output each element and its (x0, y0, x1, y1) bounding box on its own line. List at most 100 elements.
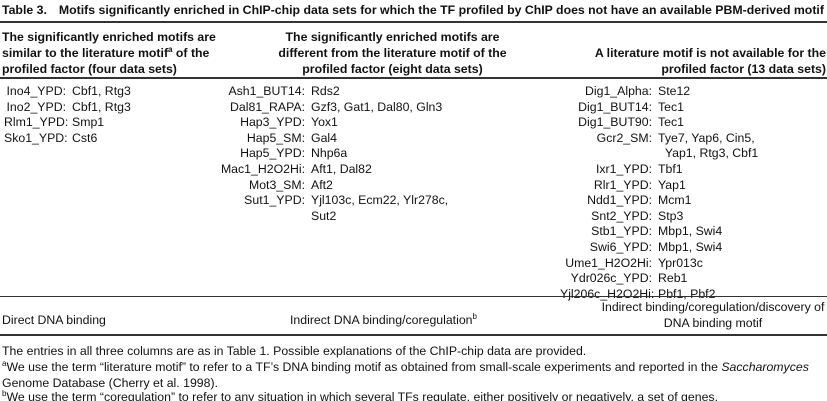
column-2-footer: Indirect DNA binding/coregulationb (290, 311, 477, 327)
top-rule (0, 21, 827, 23)
table-row: Hap3_YPD: Yox1 (210, 115, 448, 131)
dataset-name: Swi6_YPD: (589, 239, 652, 254)
table-row: Stb1_YPD: Mbp1, Swi4 (560, 224, 758, 240)
dataset-name: Gcr2_SM: (596, 130, 652, 145)
table-caption: Table 3. Motifs significantly enriched in… (2, 3, 824, 17)
dataset-name (210, 209, 305, 225)
table-row: Dig1_BUT90: Tec1 (560, 115, 758, 131)
dataset-name: Dal81_RAPA: (230, 99, 305, 114)
table-row: Sko1_YPD: Cst6 (4, 131, 131, 147)
table-row: Dig1_BUT14: Tec1 (560, 100, 758, 116)
body-rule (0, 296, 827, 297)
table-row: Ndd1_YPD: Mcm1 (560, 193, 758, 209)
motif-list: Aft1, Dal82 (311, 161, 372, 176)
table-row: Rlr1_YPD:Yap1 (560, 178, 758, 194)
motif-list: Cbf1, Rtg3 (72, 99, 131, 114)
dataset-name: Ixr1_YPD: (595, 161, 652, 176)
column-1-footer: Direct DNA binding (2, 313, 106, 327)
motif-list: Yap1, Rtg3, Cbf1 (658, 146, 759, 161)
motif-list: Mbp1, Swi4 (658, 239, 723, 254)
table-row: Ydr026c_YPD: Reb1 (560, 271, 758, 287)
column-header-3: A literature motif is not available for … (594, 46, 826, 76)
motif-list: Yap1 (658, 177, 686, 192)
dataset-name: Mot3_SM: (248, 177, 305, 192)
motif-list: Cst6 (72, 130, 98, 145)
table-row: Ume1_H2O2Hi: Ypr013c (560, 256, 758, 272)
footnote-a-cont: Genome Database (Cherry et al. 1998). (2, 376, 218, 390)
motif-list: Tye7, Yap6, Cin5, (658, 130, 755, 145)
dataset-name: Hap5_YPD: (240, 146, 305, 161)
table-label: Table 3. (2, 3, 47, 17)
table-row: Ino2_YPD: Cbf1, Rtg3 (4, 100, 131, 116)
motif-list: Reb1 (658, 271, 688, 286)
dataset-name: Sko1_YPD: (4, 130, 68, 145)
table-row: Yap1, Rtg3, Cbf1 (560, 146, 758, 162)
column-3-footer: Indirect binding/coregulation/discovery … (601, 300, 825, 330)
table-row: Ixr1_YPD: Tbf1 (560, 162, 758, 178)
motif-list: Gal4 (311, 130, 337, 145)
table-row: Dig1_Alpha: Ste12 (560, 84, 758, 100)
dataset-name: Stb1_YPD: (591, 224, 652, 239)
dataset-name: Ino2_YPD: (6, 99, 66, 114)
footnote-b: bWe use the term “coregulation” to refer… (2, 388, 718, 401)
dataset-name: Dig1_Alpha: (585, 84, 652, 98)
motif-list: Aft2 (311, 177, 333, 192)
table-row: Mot3_SM: Aft2 (210, 178, 448, 194)
dataset-name: Hap5_SM: (246, 130, 305, 145)
dataset-name: Rlm1_YPD: (4, 115, 69, 130)
table-row: Dal81_RAPA: Gzf3, Gat1, Dal80, Gln3 (210, 100, 448, 116)
motif-list: Rds2 (311, 84, 340, 98)
column-header-2: The significantly enriched motifs are di… (278, 30, 507, 76)
dataset-name: Mac1_H2O2Hi: (220, 161, 305, 176)
motif-list: Ypr013c (658, 255, 703, 270)
footnote-a: aWe use the term “literature motif” to r… (2, 358, 809, 374)
table-row: Snt2_YPD: Stp3 (560, 209, 758, 225)
motif-list: Tbf1 (658, 161, 683, 176)
footnote-main: The entries in all three columns are as … (2, 344, 587, 358)
motif-list: Smp1 (72, 115, 105, 130)
table-row: Swi6_YPD: Mbp1, Swi4 (560, 240, 758, 256)
dataset-name: Ume1_H2O2Hi: (565, 255, 652, 270)
table-row: Ino4_YPD: Cbf1, Rtg3 (4, 84, 131, 100)
dataset-name (560, 146, 652, 162)
table-title: Motifs significantly enriched in ChIP-ch… (58, 3, 824, 17)
motif-list: Sut2 (311, 208, 337, 223)
dataset-name: Dig1_BUT14: (578, 99, 652, 114)
table-row: Yjl206c_H2O2Hi:Pbf1, Pbf2 (560, 287, 758, 303)
table-row: Rlm1_YPD:Smp1 (4, 115, 131, 131)
dataset-name: Ino4_YPD: (6, 84, 66, 98)
table-row: Sut2 (210, 209, 448, 225)
column-header-1: The significantly enriched motifs are si… (2, 30, 216, 76)
table-row: Gcr2_SM: Tye7, Yap6, Cin5, (560, 131, 758, 147)
table-row: Sut1_YPD: Yjl103c, Ecm22, Ylr278c, (210, 193, 448, 209)
motif-list: Mbp1, Swi4 (658, 224, 723, 239)
table-row: Mac1_H2O2Hi: Aft1, Dal82 (210, 162, 448, 178)
motif-list: Ste12 (658, 84, 691, 98)
dataset-name: Hap3_YPD: (240, 115, 305, 130)
bottom-rule (0, 334, 827, 336)
motif-list: Gzf3, Gat1, Dal80, Gln3 (311, 99, 443, 114)
motif-list: Yox1 (311, 115, 338, 130)
motif-list: Nhp6a (311, 146, 348, 161)
dataset-name: Ash1_BUT14: (228, 84, 305, 98)
table-row: Hap5_YPD: Nhp6a (210, 146, 448, 162)
dataset-name: Ydr026c_YPD: (570, 271, 652, 286)
dataset-name: Yjl206c_H2O2Hi: (560, 286, 655, 301)
motif-list: Mcm1 (658, 193, 692, 208)
motif-list: Pbf1, Pbf2 (658, 286, 716, 301)
dataset-name: Ndd1_YPD: (587, 193, 652, 208)
motif-list: Tec1 (658, 115, 684, 130)
dataset-name: Dig1_BUT90: (578, 115, 652, 130)
dataset-name: Sut1_YPD: (244, 193, 305, 208)
motif-list: Cbf1, Rtg3 (72, 84, 131, 98)
table-row: Ash1_BUT14: Rds2 (210, 84, 448, 100)
header-rule (0, 77, 827, 79)
dataset-name: Snt2_YPD: (591, 208, 652, 223)
motif-list: Tec1 (658, 99, 684, 114)
motif-list: Yjl103c, Ecm22, Ylr278c, (311, 193, 449, 208)
motif-list: Stp3 (658, 208, 684, 223)
